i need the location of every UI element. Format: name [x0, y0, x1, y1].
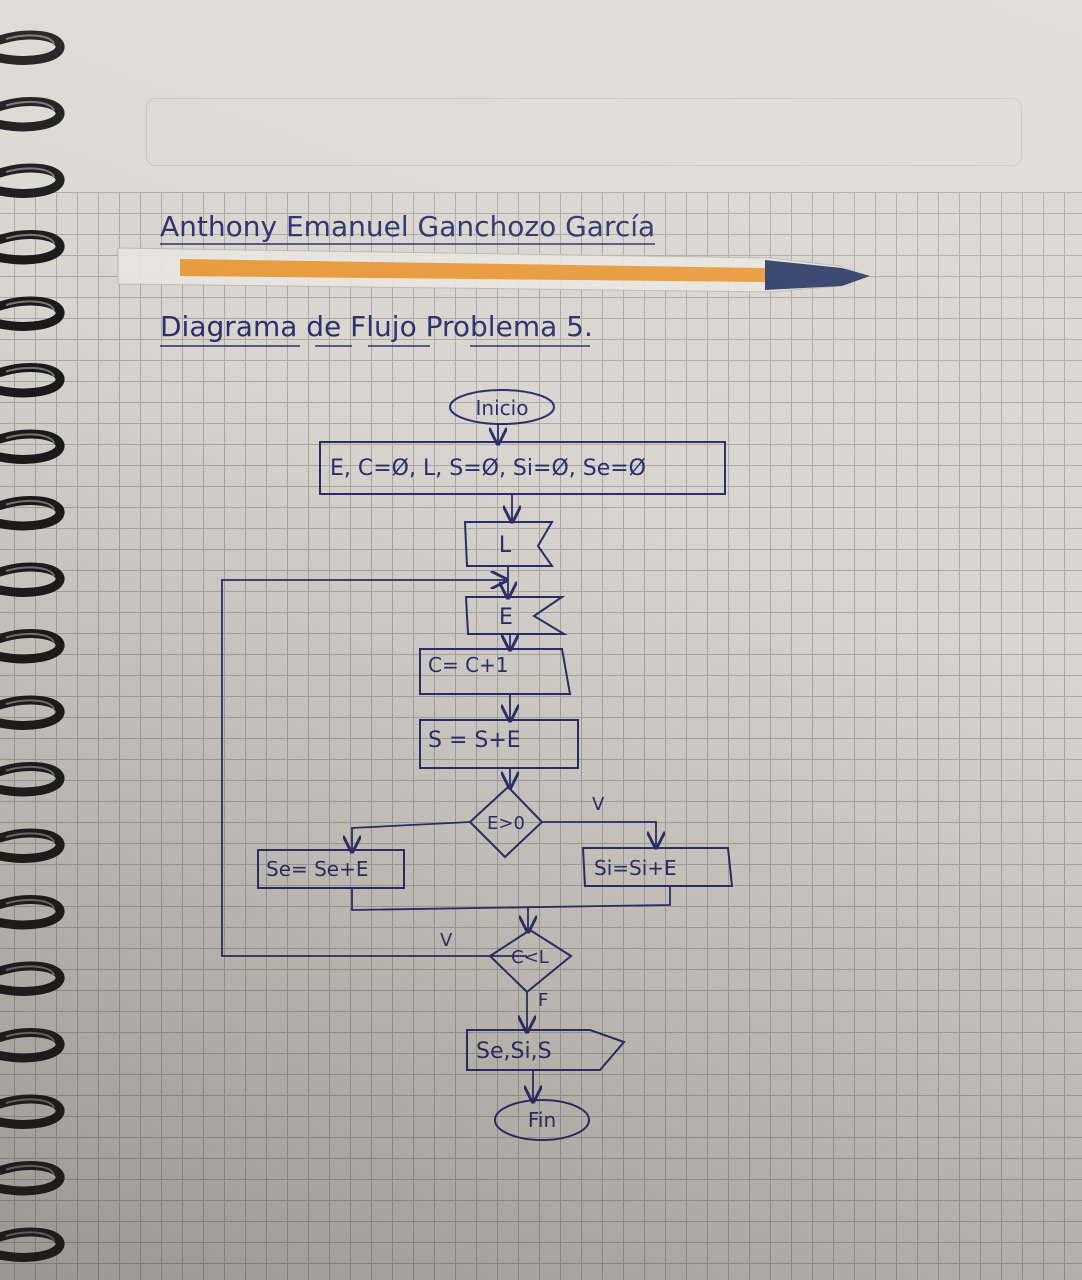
edge-decisionE-false: [352, 821, 471, 850]
decision-e-true-label: V: [592, 794, 605, 815]
branch-true-label: Si=Si+E: [594, 856, 677, 880]
decision-e-shape: [468, 785, 544, 859]
spiral-ring: [0, 362, 65, 398]
spiral-ring: [0, 628, 65, 664]
sheet-title: Diagrama de Flujo Problema 5.: [160, 310, 593, 343]
pen-image: [117, 247, 870, 293]
spiral-ring: [0, 296, 65, 331]
spiral-binding: [0, 30, 65, 1262]
edge-merge: [351, 886, 671, 911]
spiral-ring: [0, 894, 65, 930]
branch-true-process: [581, 847, 734, 887]
author-name: Anthony Emanuel Ganchozo García: [160, 210, 655, 243]
spiral-ring: [0, 429, 65, 464]
spiral-ring: [0, 1027, 65, 1063]
sum-label: S = S+E: [428, 728, 521, 753]
decision-c-false-label: F: [538, 990, 548, 1011]
input-l-shape: [463, 521, 554, 567]
branch-false-process: [257, 849, 405, 889]
counter-process: [419, 648, 572, 695]
spiral-ring: [0, 229, 65, 265]
start-label: Inicio: [476, 396, 529, 420]
spiral-ring: [0, 96, 65, 132]
init-label: E, C=Ø, L, S=Ø, Si=Ø, Se=Ø: [330, 456, 646, 481]
end-label: Fin: [528, 1108, 556, 1132]
spiral-ring: [0, 163, 65, 198]
spiral-ring: [0, 961, 65, 996]
input-l-label: L: [499, 533, 512, 558]
spiral-ring: [0, 1094, 65, 1129]
start-terminal: [449, 389, 555, 425]
spiral-ring: [0, 562, 65, 597]
spiral-ring: [0, 695, 65, 730]
spiral-ring: [0, 495, 65, 531]
counter-label: C= C+1: [428, 653, 509, 677]
branch-false-label: Se= Se+E: [266, 857, 369, 881]
edge-decisionE-true: [542, 821, 656, 846]
end-terminal: [494, 1099, 590, 1141]
printed-header-box: [146, 98, 1022, 166]
decision-e-label: E>0: [487, 813, 525, 834]
init-process: [319, 441, 726, 495]
input-e-shape: [464, 596, 568, 635]
input-e-label: E: [499, 605, 513, 630]
page-header-area: [0, 0, 1082, 192]
spiral-ring: [0, 828, 65, 863]
spiral-ring: [0, 1227, 65, 1262]
spiral-ring: [0, 30, 65, 65]
spiral-ring: [0, 761, 65, 797]
spiral-ring: [0, 1160, 65, 1196]
decision-c-label: C<L: [511, 947, 549, 968]
decision-c-true-label: V: [440, 930, 453, 951]
output-shape: [466, 1029, 626, 1071]
edge-loop-return: [221, 580, 527, 957]
sum-process: [419, 719, 579, 769]
output-label: Se,Si,S: [476, 1039, 552, 1064]
